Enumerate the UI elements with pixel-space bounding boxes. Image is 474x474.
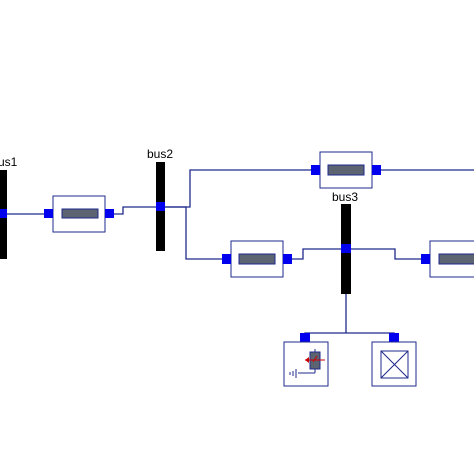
bus-label: bus2 [147, 147, 173, 161]
port-right[interactable] [372, 165, 381, 175]
line-component-bus2-bus3[interactable] [222, 240, 292, 278]
load-box [283, 341, 329, 387]
load-box-crossed[interactable] [371, 333, 417, 387]
impedance-bar [238, 253, 276, 265]
port-right[interactable] [105, 209, 114, 218]
bus-port[interactable] [0, 209, 7, 218]
port-top[interactable] [300, 333, 310, 342]
line-component-top[interactable] [311, 151, 381, 189]
wire-bus3-right-line [346, 248, 425, 260]
line-component-bus1-bus2[interactable] [44, 195, 114, 233]
port-top[interactable] [389, 333, 399, 342]
wire-bus2-top-line [160, 169, 315, 208]
bus-port[interactable] [156, 202, 165, 211]
bus-bus2[interactable]: bus2 [147, 147, 173, 251]
impedance-bar [61, 208, 99, 219]
wire-mid-line-bus3 [288, 248, 346, 260]
loads [283, 333, 417, 387]
bus-port[interactable] [341, 244, 351, 253]
wire-line1-bus2 [110, 206, 160, 215]
bus-bus1[interactable]: us1 [0, 155, 18, 259]
port-left[interactable] [421, 254, 430, 264]
bus-label: us1 [0, 155, 18, 169]
buses: us1 bus2 bus3 [0, 147, 358, 294]
impedance-bar [438, 253, 474, 265]
line-component-right[interactable] [421, 240, 474, 278]
load-grounded[interactable] [283, 333, 329, 387]
crossed-box-icon [380, 350, 409, 379]
bus-label: bus3 [332, 190, 358, 204]
port-right[interactable] [283, 254, 292, 264]
port-left[interactable] [44, 209, 53, 218]
port-left[interactable] [311, 165, 320, 175]
bus-bus3[interactable]: bus3 [332, 190, 358, 294]
wire-bus2-mid-line [160, 206, 226, 260]
line-components [44, 151, 474, 278]
impedance-bar [327, 164, 365, 176]
grounded-load-icon [289, 349, 325, 378]
port-left[interactable] [222, 254, 231, 264]
